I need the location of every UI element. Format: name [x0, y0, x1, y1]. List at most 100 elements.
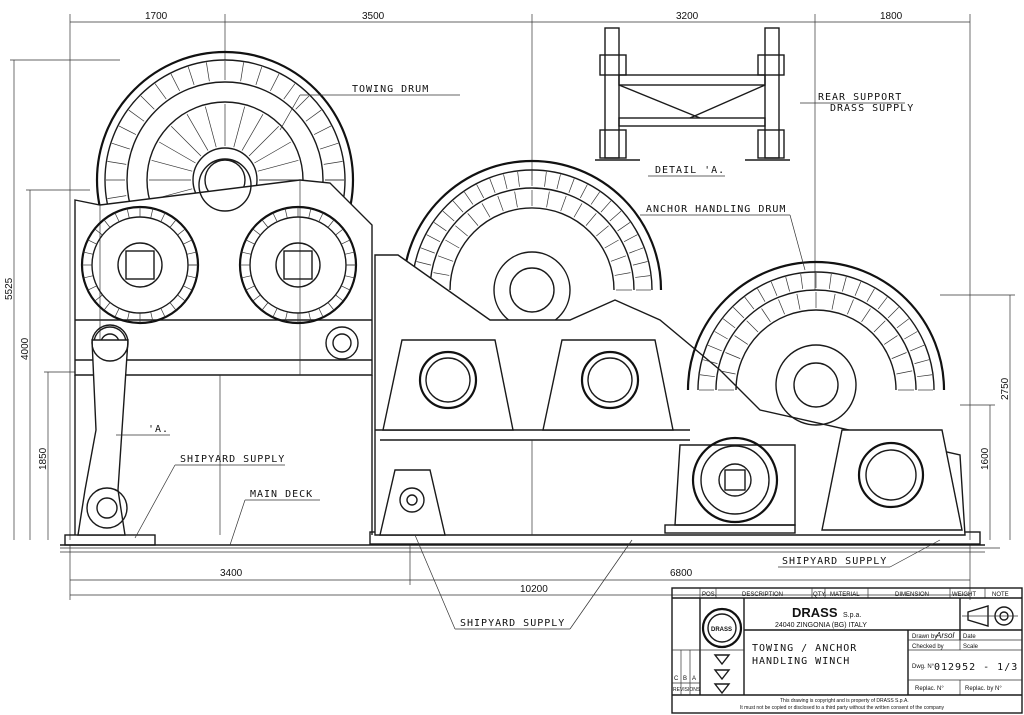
drum-spoke	[497, 195, 504, 212]
drum-spoke	[514, 191, 518, 208]
drum-spoke	[896, 370, 913, 375]
label-towing-drum: TOWING DRUM	[352, 84, 429, 95]
motor-fin	[284, 311, 288, 322]
rear-support-detail	[595, 27, 790, 161]
copyright-line-1: This drawing is copyright and is propert…	[780, 698, 909, 704]
header-qty: QTY.	[813, 592, 827, 598]
drum-rib	[452, 200, 464, 213]
drum-rib	[702, 359, 718, 364]
right-drum	[686, 260, 946, 426]
drum-spoke	[248, 126, 279, 157]
drum-rib	[323, 161, 343, 165]
drum-rib	[556, 174, 561, 190]
drum-spoke	[778, 299, 785, 315]
motor-fin	[245, 285, 255, 291]
drum-spoke	[610, 255, 627, 262]
motor-fin	[261, 302, 269, 311]
motor-fin	[87, 285, 97, 291]
motor-fin	[241, 275, 252, 279]
label-detail-a: DETAIL 'A.	[655, 165, 725, 176]
drum-rib	[154, 83, 167, 100]
drum-rib	[828, 273, 832, 289]
label-main-deck: MAIN DECK	[250, 489, 313, 500]
label-anchor-drum: ANCHOR HANDLING DRUM	[646, 204, 786, 215]
drum-rib	[877, 296, 888, 310]
drum-spoke	[585, 213, 597, 226]
drum-spoke	[546, 191, 550, 208]
drum-rib	[420, 247, 435, 254]
motor-fin	[186, 275, 197, 279]
svg-text:3500: 3500	[362, 11, 385, 22]
drum-rib	[800, 273, 804, 289]
motor-fin	[87, 239, 97, 245]
drum-rib	[580, 184, 588, 199]
company-suffix: S.p.a.	[843, 612, 861, 619]
motor-fin	[183, 239, 193, 245]
drum-spoke	[847, 299, 854, 315]
motor-fin	[261, 219, 269, 228]
motor-fin	[183, 285, 193, 291]
drum-spoke	[257, 159, 299, 172]
drum-rib	[111, 142, 131, 150]
svg-text:1850: 1850	[38, 447, 49, 470]
drum-spoke	[796, 293, 801, 310]
motor-fin	[344, 275, 355, 279]
drum-spoke	[761, 308, 771, 323]
drum-rib	[442, 210, 455, 222]
title-block-text: POS. DESCRIPTION QTY. MATERIAL DIMENSION…	[673, 592, 1018, 711]
drum-rib	[842, 276, 847, 292]
drum-spoke	[746, 320, 759, 333]
drum-spoke	[171, 126, 202, 157]
rev-col-c: C	[674, 676, 679, 682]
motor-fin	[160, 212, 166, 222]
drum-rib	[283, 83, 296, 100]
motor-fin	[341, 239, 351, 245]
replac-by-label: Replac. by N°	[965, 686, 1002, 692]
towing-brake-linkage	[74, 324, 373, 536]
dwg-number: 012952 - 1/3	[934, 662, 1018, 673]
drum-rib	[568, 178, 575, 193]
motor-fin	[341, 285, 351, 291]
drum-rib	[866, 288, 875, 302]
main-deck-base	[60, 531, 985, 553]
drum-rib	[590, 191, 600, 205]
motor-fin	[83, 251, 94, 255]
drawing-title-1: TOWING / ANCHOR	[752, 643, 857, 654]
label-rear-support: REAR SUPPORT	[818, 92, 902, 103]
rev-col-a: A	[692, 676, 696, 682]
company-address: 24040 ZINGONIA (BG) ITALY	[775, 622, 867, 629]
drum-rib	[854, 281, 862, 296]
drum-rib	[240, 62, 244, 82]
drum-rib	[107, 161, 127, 165]
drum-rib	[433, 222, 447, 232]
drum-rib	[623, 234, 638, 242]
drum-rib	[319, 142, 339, 150]
checked-by-label: Checked by	[912, 644, 944, 650]
drum-spoke	[719, 370, 736, 375]
label-marker-a: 'A.	[148, 424, 169, 435]
drum-spoke	[891, 352, 907, 359]
header-dimension: DIMENSION	[895, 592, 929, 598]
motor-fin	[103, 302, 111, 311]
drum-spoke	[831, 293, 836, 310]
svg-text:5525: 5525	[4, 277, 15, 300]
drum-spoke	[883, 335, 898, 345]
motor-fin	[126, 208, 130, 219]
drum-spoke	[873, 320, 886, 333]
motor-fin	[150, 311, 154, 322]
company-name: DRASS	[792, 605, 838, 620]
drum-rib	[255, 66, 263, 86]
drum-rib	[187, 66, 195, 86]
motor-fin	[272, 212, 278, 222]
svg-text:2750: 2750	[1000, 377, 1011, 400]
drum-rib	[416, 261, 432, 266]
motor-fin	[318, 212, 324, 222]
motor-fin	[94, 294, 103, 302]
title-block	[671, 587, 1023, 714]
motor-fin	[114, 212, 120, 222]
drum-rib	[757, 288, 766, 302]
svg-text:3200: 3200	[676, 11, 699, 22]
svg-text:3400: 3400	[220, 568, 243, 579]
drum-spoke	[437, 255, 454, 262]
drum-rib	[118, 125, 137, 135]
